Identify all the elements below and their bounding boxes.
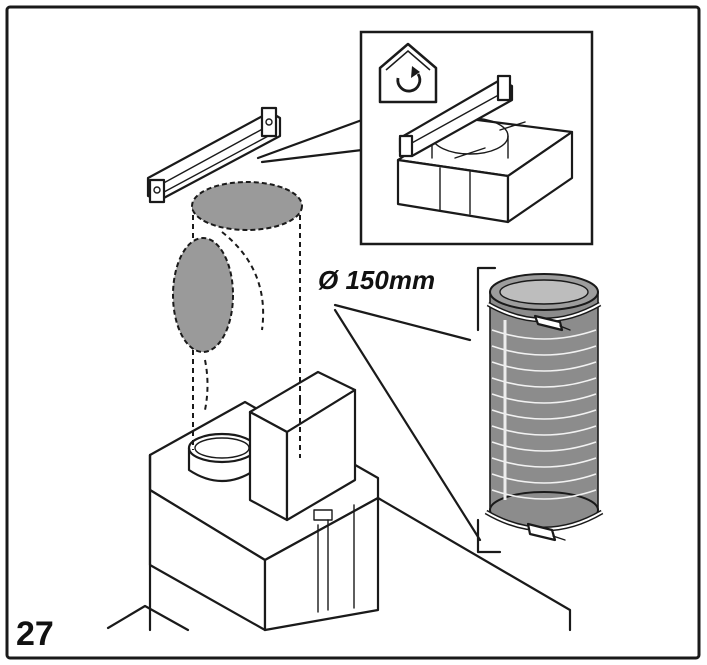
hose-clamp-top bbox=[486, 301, 602, 332]
side-duct-opening bbox=[172, 237, 234, 353]
figure-frame bbox=[5, 5, 701, 660]
diameter-label: Ø 150mm bbox=[318, 265, 435, 295]
mounting-bracket bbox=[146, 106, 282, 204]
recirculation-house-icon bbox=[378, 42, 438, 104]
dimension-bracket-top bbox=[476, 266, 497, 332]
hose-clamp-bottom bbox=[484, 509, 604, 542]
recirculation-inset bbox=[359, 30, 594, 246]
step-number: 27 bbox=[16, 615, 54, 653]
motor-housing bbox=[248, 370, 357, 522]
top-duct-opening bbox=[191, 181, 303, 231]
dimension-bracket-bottom bbox=[476, 518, 502, 554]
callout-lines bbox=[256, 118, 482, 542]
flexible-hose bbox=[489, 273, 599, 529]
